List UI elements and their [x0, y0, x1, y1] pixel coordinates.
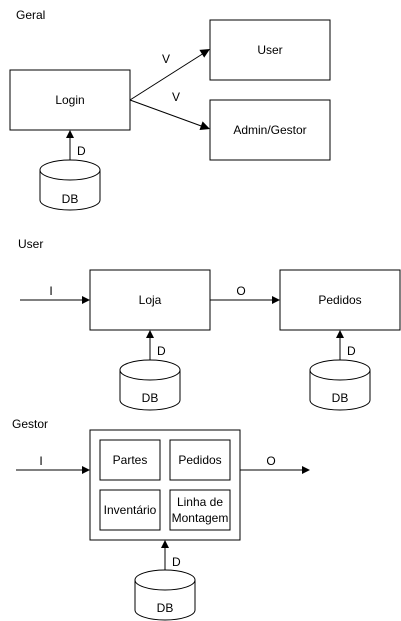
login-label: Login [55, 93, 84, 107]
pedidos-label-user: Pedidos [318, 293, 361, 307]
db-label-geral: DB [62, 192, 79, 206]
edge-label-login-admin: V [172, 90, 180, 104]
pedidos-box-gestor [169, 439, 231, 481]
user-label: User [257, 43, 282, 57]
db-cylinder-pedidos [309, 359, 371, 411]
db-cylinder-gestor [134, 569, 196, 621]
section-title-user: User [18, 237, 43, 251]
edge-loja-pedidos [210, 296, 280, 304]
edge-label-input-user: I [49, 284, 52, 298]
section-title-geral: Geral [16, 8, 45, 22]
edge-label-input-gestor: I [39, 454, 42, 468]
login-box [9, 69, 131, 131]
edge-label-login-user: V [162, 52, 170, 66]
inventario-label: Inventário [104, 503, 157, 517]
edge-db-loja [146, 330, 154, 360]
edge-label-output-user: O [236, 284, 245, 298]
edge-db-gestor [161, 540, 169, 570]
inventario-box [99, 489, 161, 531]
edge-input-loja [20, 296, 90, 304]
admin-gestor-box [209, 99, 331, 161]
linha-montagem-label-line1: Linha de [177, 495, 223, 509]
loja-label: Loja [139, 293, 162, 307]
partes-label: Partes [113, 453, 148, 467]
pedidos-box-user [279, 269, 401, 331]
db-label-loja: DB [142, 391, 159, 405]
edge-label-db-gestor: D [172, 555, 181, 569]
admin-gestor-label: Admin/Gestor [233, 123, 306, 137]
linha-montagem-label-line2: Montagem [172, 511, 229, 525]
edge-label-db-login: D [77, 144, 86, 158]
edge-label-db-loja: D [157, 344, 166, 358]
user-box [209, 19, 331, 81]
edge-db-pedidos [336, 330, 344, 360]
edge-label-output-gestor: O [266, 454, 275, 468]
db-label-pedidos: DB [332, 391, 349, 405]
edge-input-gestor [16, 466, 90, 474]
db-label-gestor: DB [157, 601, 174, 615]
pedidos-label-gestor: Pedidos [178, 453, 221, 467]
edge-output-gestor [240, 466, 310, 474]
edge-login-admin [129, 99, 210, 130]
db-cylinder-loja [119, 359, 181, 411]
section-title-gestor: Gestor [12, 417, 48, 431]
linha-montagem-box [169, 489, 231, 531]
edge-db-login [66, 130, 74, 160]
partes-box [99, 439, 161, 481]
db-cylinder-geral [39, 159, 101, 211]
edge-label-db-pedidos: D [347, 344, 356, 358]
edge-login-user [129, 49, 210, 101]
